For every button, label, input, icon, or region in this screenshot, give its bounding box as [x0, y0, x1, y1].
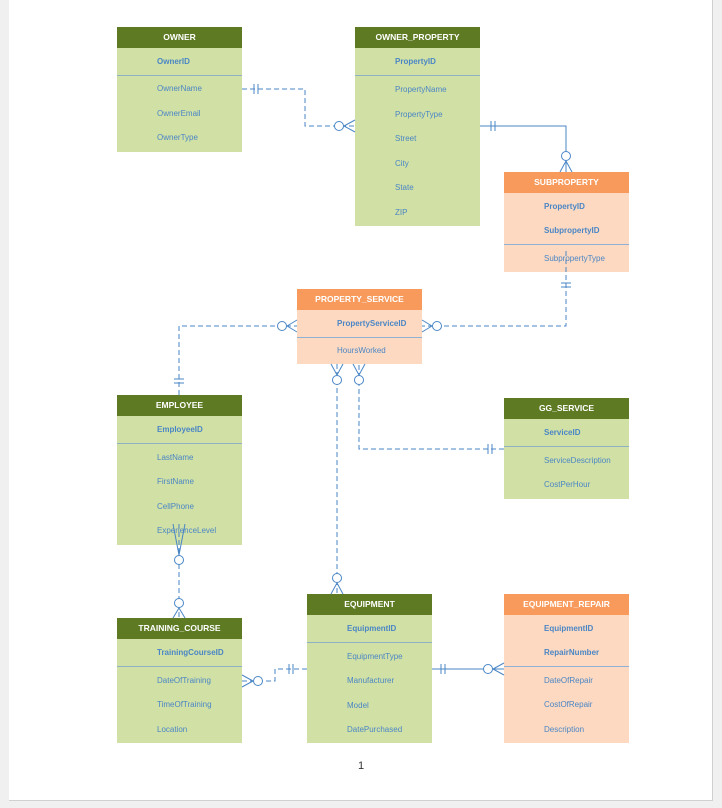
- rel-employee-property-service-ends: [174, 319, 298, 384]
- rel-owner-owner-property-ends: [253, 84, 356, 133]
- attribute-field: OwnerType: [157, 133, 198, 142]
- attribute-field: Location: [157, 725, 188, 734]
- key-separator: [504, 446, 629, 447]
- attribute-field: Street: [395, 134, 417, 143]
- rel-gg-service-property-service-ends: [352, 363, 493, 454]
- attribute-field: OwnerName: [157, 84, 202, 93]
- entity-employee[interactable]: EMPLOYEE EmployeeID LastName FirstName C…: [117, 395, 242, 545]
- pk-field: ServiceID: [544, 428, 581, 437]
- attribute-field: ExperienceLevel: [157, 526, 217, 535]
- rel-equipment-equipment-repair: [432, 662, 505, 676]
- attribute-field: LastName: [157, 453, 194, 462]
- attribute-field: DateOfTraining: [157, 676, 211, 685]
- attribute-field: Model: [347, 701, 369, 710]
- entity-title: GG_SERVICE: [504, 398, 629, 419]
- key-separator: [117, 666, 242, 667]
- rel-employee-property-service: [178, 325, 297, 395]
- entity-title: EMPLOYEE: [117, 395, 242, 416]
- pk-field: OwnerID: [157, 57, 190, 66]
- attribute-field: State: [395, 183, 414, 192]
- entity-title: TRAINING_COURSE: [117, 618, 242, 639]
- entity-equipment-repair[interactable]: EQUIPMENT_REPAIR EquipmentID RepairNumbe…: [504, 594, 629, 743]
- entity-title: EQUIPMENT_REPAIR: [504, 594, 629, 615]
- entity-equipment[interactable]: EQUIPMENT EquipmentID EquipmentType Manu…: [307, 594, 432, 743]
- entity-title: SUBPROPERTY: [504, 172, 629, 193]
- rel-equipment-property-service-ends: [330, 363, 344, 595]
- pk-field: EquipmentID: [544, 624, 594, 633]
- rel-subproperty-property-service-ends: [421, 282, 571, 333]
- pk-field: TrainingCourseID: [157, 648, 224, 657]
- entity-title: EQUIPMENT: [307, 594, 432, 615]
- key-separator: [307, 642, 432, 643]
- rel-equipment-training-course-ends: [241, 664, 294, 688]
- entity-title: PROPERTY_SERVICE: [297, 289, 422, 310]
- entity-title: OWNER: [117, 27, 242, 48]
- attribute-field: DateOfRepair: [544, 676, 593, 685]
- key-separator: [504, 666, 629, 667]
- rel-subproperty-property-service: [422, 251, 567, 327]
- attribute-field: CostPerHour: [544, 480, 591, 489]
- key-separator: [297, 337, 422, 338]
- key-separator: [355, 75, 480, 76]
- pk-field: EquipmentID: [347, 624, 397, 633]
- pk-field: PropertyServiceID: [337, 319, 407, 328]
- pk-field: RepairNumber: [544, 648, 600, 657]
- page-number: 1: [357, 760, 365, 772]
- entity-training-course[interactable]: TRAINING_COURSE TrainingCourseID DateOfT…: [117, 618, 242, 743]
- attribute-field: City: [395, 159, 409, 168]
- rel-equipment-training-course: [242, 668, 307, 682]
- pk-field: PropertyID: [395, 57, 436, 66]
- key-separator: [117, 443, 242, 444]
- attribute-field: EquipmentType: [347, 652, 403, 661]
- entity-owner[interactable]: OWNER OwnerID OwnerName OwnerEmail Owner…: [117, 27, 242, 152]
- attribute-field: PropertyName: [395, 85, 447, 94]
- attribute-field: ZIP: [395, 208, 408, 217]
- entity-property-service[interactable]: PROPERTY_SERVICE PropertyServiceID Hours…: [297, 289, 422, 364]
- attribute-field: ServiceDescription: [544, 456, 611, 465]
- entity-owner-property[interactable]: OWNER_PROPERTY PropertyID PropertyName P…: [355, 27, 480, 226]
- attribute-field: SubpropertyType: [544, 254, 605, 263]
- rel-employee-training-course-ends: [172, 523, 186, 619]
- entity-gg-service[interactable]: GG_SERVICE ServiceID ServiceDescription …: [504, 398, 629, 499]
- entity-subproperty[interactable]: SUBPROPERTY PropertyID SubpropertyID Sub…: [504, 172, 629, 272]
- attribute-field: CostOfRepair: [544, 700, 593, 709]
- pk-field: PropertyID: [544, 202, 585, 211]
- rel-gg-service-property-service: [358, 364, 504, 450]
- attribute-field: FirstName: [157, 477, 194, 486]
- attribute-field: TimeOfTraining: [157, 700, 212, 709]
- rel-owner-owner-property: [242, 88, 355, 127]
- pk-field: EmployeeID: [157, 425, 203, 434]
- attribute-field: HoursWorked: [337, 346, 386, 355]
- attribute-field: DatePurchased: [347, 725, 403, 734]
- key-separator: [504, 244, 629, 245]
- attribute-field: CellPhone: [157, 502, 194, 511]
- attribute-field: OwnerEmail: [157, 109, 201, 118]
- pk-field: SubpropertyID: [544, 226, 600, 235]
- entity-title: OWNER_PROPERTY: [355, 27, 480, 48]
- attribute-field: PropertyType: [395, 110, 443, 119]
- attribute-field: Description: [544, 725, 585, 734]
- key-separator: [117, 75, 242, 76]
- attribute-field: Manufacturer: [347, 676, 395, 685]
- rel-owner-property-subproperty: [480, 121, 573, 173]
